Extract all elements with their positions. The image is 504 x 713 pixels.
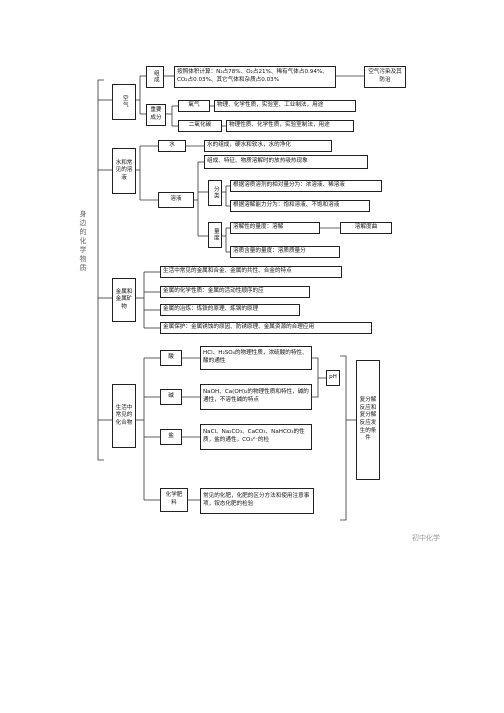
base-text: NaOH、Ca(OH)₂的物理性质和特性，碱的通性，不溶性碱的特点 (200, 384, 312, 410)
metal-item-2: 金属的化学性质：金属的活动性顺序的应 (160, 286, 310, 298)
air-important: 重要成分 (146, 104, 166, 126)
water-node: 水 (158, 140, 186, 152)
fertilizer-node: 化学肥料 (160, 488, 188, 512)
salt-text: NaCl、Na₂CO₃、CaCO₃、NaHCO₃的性质，盐的通性，CO₃²⁻的检 (200, 424, 312, 450)
category-compounds: 生活中常见的化合物 (112, 384, 136, 448)
reaction-node: 复分解反应和复分解反应发生的条件 (356, 360, 380, 480)
watermark-logo: 初中化学 (412, 534, 440, 542)
category-metal: 金属和金属矿物 (112, 278, 136, 322)
classify-node: 分类 (208, 180, 222, 206)
oxygen-text: 物理、化学性质，实验室、工业制法，用途 (214, 100, 356, 112)
base-node: 碱 (160, 389, 182, 405)
co2: 二氧化碳 (178, 120, 222, 132)
air-pollution: 空气污染及其防治 (364, 66, 406, 88)
solution-node: 溶液 (158, 192, 194, 208)
acid-text: HCl、H₂SO₄的物理性质，浓硫酸的特性、酸的通性 (200, 346, 312, 370)
metal-item-4: 金属保护：金属锈蚀的原因、防锈原理、金属资源的合理应用 (160, 322, 372, 334)
quantity-node: 量度 (208, 222, 222, 248)
quantity-a2: 溶解度曲 (340, 222, 392, 234)
co2-text: 物理性质、化学性质，实验室制法，用途 (226, 120, 354, 132)
quantity-a: 溶解性的量度：溶解 (230, 222, 320, 234)
fertilizer-text: 常见的化肥，化肥的区分方法和使用注意事项，铵态化肥的检验 (200, 488, 314, 514)
air-composition: 组成 (146, 66, 164, 88)
root-label: 身边的化学物质 (79, 210, 87, 273)
category-air: 空气 (112, 84, 136, 120)
metal-item-1: 生活中常见的金属和合金、金属的共性、合金的特点 (160, 266, 342, 278)
solution-text: 组成、特征、物质溶解时的放热吸热现象 (204, 155, 368, 169)
water-text: 水的组成，硬水和软水，水的净化 (204, 140, 332, 152)
quantity-b: 溶质含量的量度：溶质质量分 (230, 246, 340, 258)
acid-node: 酸 (160, 350, 182, 366)
category-water: 水和常见的溶液 (112, 148, 136, 194)
air-composition-text: 按照体积计算：N₂占78%、O₂占21%、稀有气体占0.94%、CO₂占0.03… (174, 66, 336, 88)
salt-node: 盐 (160, 429, 182, 445)
ph-node: pH (326, 370, 340, 386)
oxygen: 氧气 (178, 100, 210, 112)
classify-b: 根据溶解能力分为：饱和溶液、不饱和溶液 (230, 200, 370, 212)
classify-a: 根据溶质溶剂的相对量分为：浓溶液、稀溶液 (230, 180, 382, 192)
metal-item-3: 金属的冶炼：炼铁的原理、炼钢的原理 (160, 304, 300, 316)
